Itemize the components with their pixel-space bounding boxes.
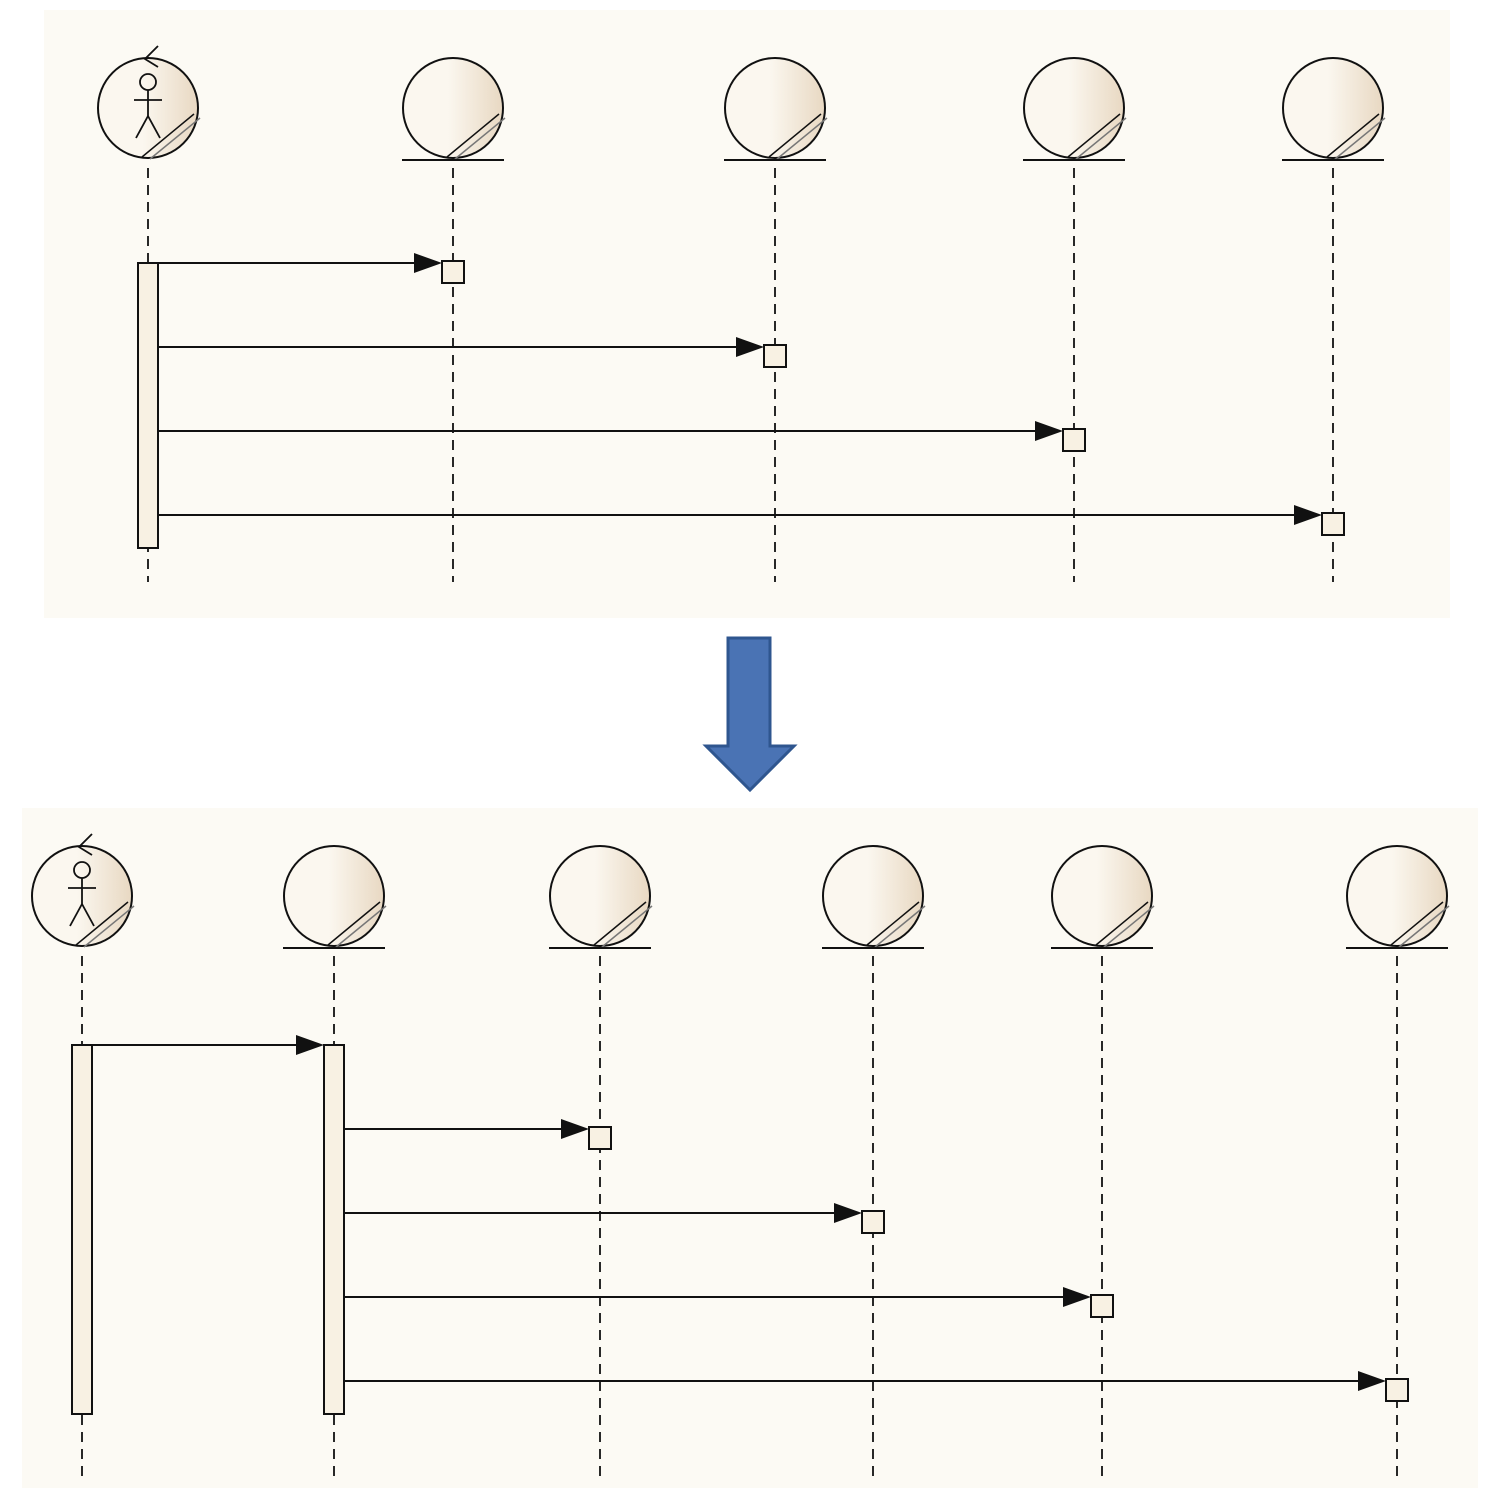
corner-shadow xyxy=(776,117,828,160)
message-receive-box xyxy=(1321,512,1345,536)
actor-leg-right xyxy=(147,115,161,139)
message-receive-box xyxy=(861,1210,885,1234)
actor-leg-left xyxy=(135,115,149,139)
arrow-down-shape xyxy=(702,636,798,793)
corner-shadow xyxy=(149,117,201,160)
corner-line xyxy=(446,113,500,158)
actor-icon xyxy=(97,45,201,160)
activation-bar xyxy=(137,262,159,549)
message-arrowhead xyxy=(296,1035,324,1055)
message-receive-box xyxy=(1090,1294,1114,1318)
entity-lifeline-icon xyxy=(549,845,653,949)
lifeline-head-circle xyxy=(402,57,504,159)
entity-lifeline-icon xyxy=(1023,57,1127,161)
corner-shadow xyxy=(454,117,506,160)
message-receive-box xyxy=(441,260,465,284)
corner-line xyxy=(1326,113,1380,158)
lifeline-head-circle xyxy=(1051,845,1153,947)
lifeline-head-circle xyxy=(822,845,924,947)
message-arrowhead xyxy=(1294,505,1322,525)
corner-shadow xyxy=(1398,905,1450,948)
lifeline-head-circle xyxy=(283,845,385,947)
message-arrowhead xyxy=(834,1203,862,1223)
lifeline-head-circle xyxy=(1346,845,1448,947)
corner-line xyxy=(1067,113,1121,158)
lifeline-head-circle xyxy=(724,57,826,159)
sequence-diagram-before-canvas xyxy=(44,10,1450,618)
message-arrowhead xyxy=(561,1119,589,1139)
message-arrowhead xyxy=(736,337,764,357)
corner-line xyxy=(327,901,381,946)
actor-hook xyxy=(77,833,93,856)
entity-lifeline-icon xyxy=(822,845,926,949)
lifeline-head-circle xyxy=(1282,57,1384,159)
entity-lifeline-icon xyxy=(1051,845,1155,949)
arrow-down-icon xyxy=(702,636,798,794)
actor-hook xyxy=(143,45,159,68)
panel-background xyxy=(22,808,1478,1488)
corner-line xyxy=(141,113,195,158)
corner-shadow xyxy=(1075,117,1127,160)
entity-lifeline-icon xyxy=(283,845,387,949)
message-arrowhead xyxy=(1358,1371,1386,1391)
lifeline-head-circle xyxy=(1023,57,1125,159)
entity-lifeline-icon xyxy=(724,57,828,161)
corner-shadow xyxy=(83,905,135,948)
actor-leg-right xyxy=(81,903,95,927)
message-receive-box xyxy=(1062,428,1086,452)
actor-leg-left xyxy=(69,903,83,927)
corner-line xyxy=(75,901,129,946)
message-arrowhead xyxy=(414,253,442,273)
sequence-diagram-after xyxy=(22,808,1478,1488)
sequence-diagram-before xyxy=(44,10,1450,618)
entity-lifeline-icon xyxy=(402,57,506,161)
lifeline-head-circle xyxy=(549,845,651,947)
activation-bar xyxy=(323,1044,345,1415)
corner-shadow xyxy=(1103,905,1155,948)
actor-icon xyxy=(31,833,135,948)
corner-shadow xyxy=(335,905,387,948)
entity-lifeline-icon xyxy=(1282,57,1386,161)
corner-line xyxy=(866,901,920,946)
message-arrowhead xyxy=(1063,1287,1091,1307)
corner-shadow xyxy=(601,905,653,948)
message-receive-box xyxy=(763,344,787,368)
corner-line xyxy=(1095,901,1149,946)
message-receive-box xyxy=(588,1126,612,1150)
corner-shadow xyxy=(1334,117,1386,160)
corner-line xyxy=(593,901,647,946)
message-arrowhead xyxy=(1035,421,1063,441)
activation-bar xyxy=(71,1044,93,1415)
sequence-diagram-after-canvas xyxy=(22,808,1478,1488)
corner-line xyxy=(768,113,822,158)
corner-shadow xyxy=(874,905,926,948)
message-receive-box xyxy=(1385,1378,1409,1402)
entity-lifeline-icon xyxy=(1346,845,1450,949)
corner-line xyxy=(1390,901,1444,946)
